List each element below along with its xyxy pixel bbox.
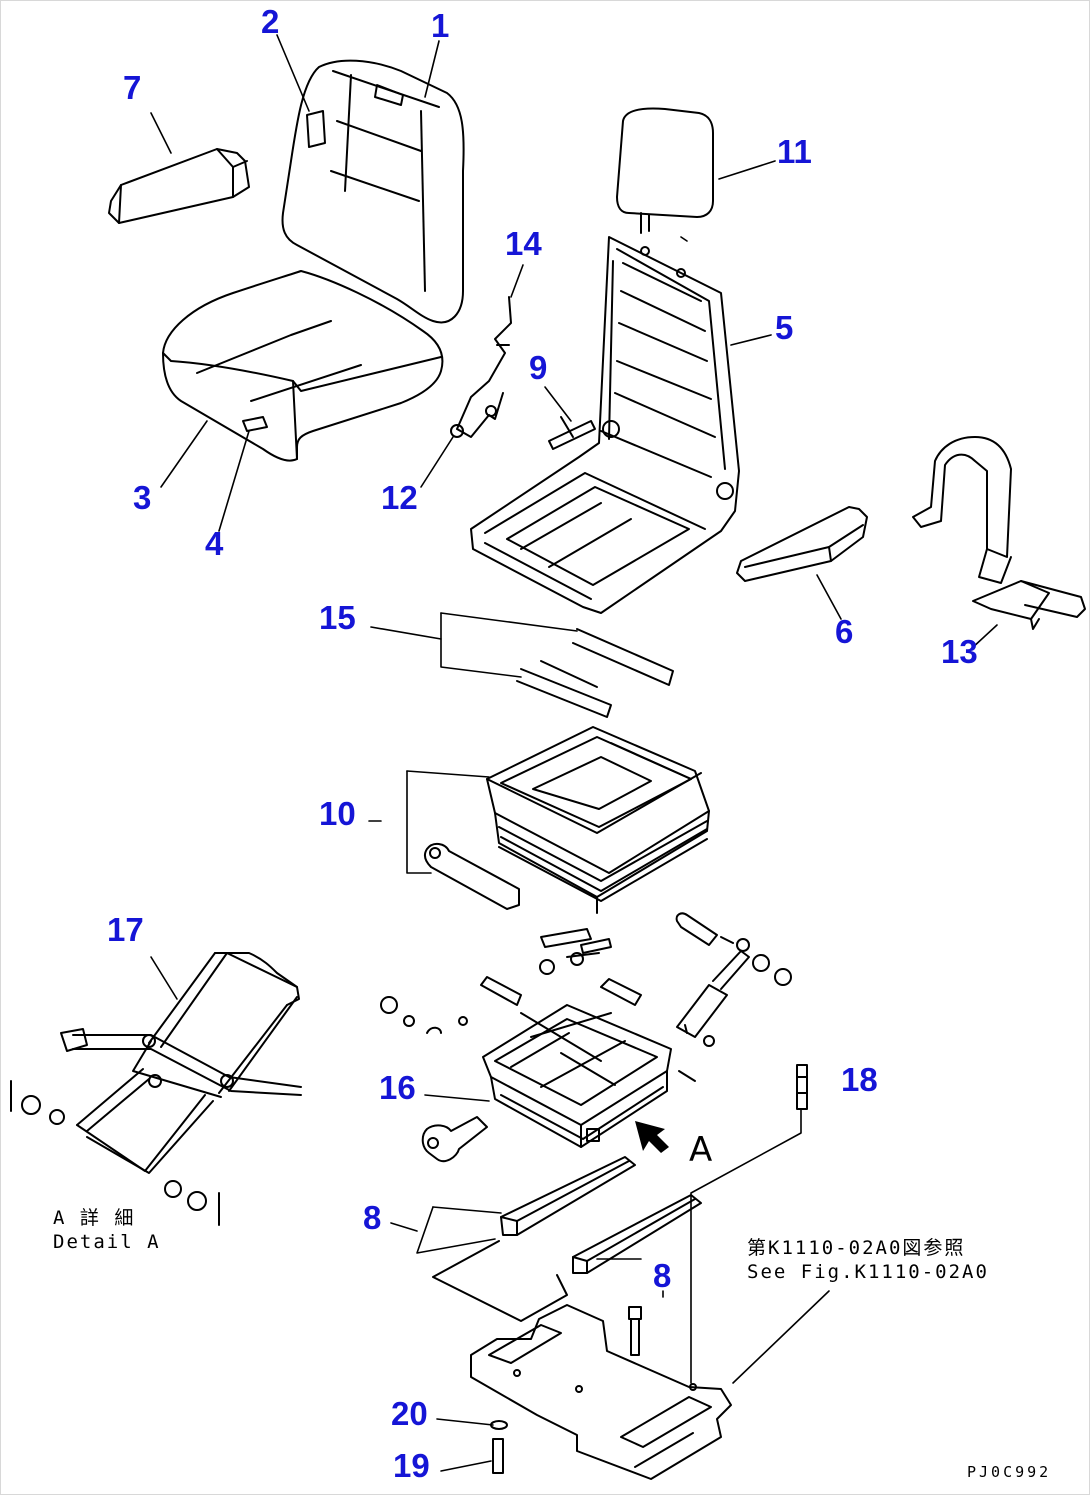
- detail-a-label-jp: A 詳 細: [53, 1207, 136, 1229]
- view-a-arrow: [635, 1121, 669, 1153]
- leader-lines: [150, 34, 998, 1472]
- shock-absorber-hardware: [380, 912, 792, 1047]
- callout-9: 9: [529, 349, 548, 386]
- armrest-right: [736, 506, 868, 582]
- callout-8b: 8: [653, 1257, 672, 1294]
- callout-18: 18: [841, 1061, 878, 1098]
- mounting-plate: [470, 1304, 732, 1480]
- recline-lever: [548, 416, 596, 450]
- callout-15: 15: [319, 599, 356, 636]
- connector-18: [796, 1064, 808, 1110]
- detail-a-label: A 詳 細 Detail A: [53, 1207, 161, 1255]
- base-mechanism: [421, 976, 696, 1163]
- callout-19: 19: [393, 1447, 430, 1484]
- suspension-unit: [423, 726, 710, 914]
- callout-1: 1: [431, 7, 450, 44]
- callout-10: 10: [319, 795, 356, 832]
- seat-frame: [470, 236, 740, 614]
- reference-note-jp: 第K1110-02A0図参照: [747, 1237, 966, 1259]
- armrest-bracket: [912, 436, 1086, 630]
- callout-4: 4: [205, 525, 224, 562]
- callout-17: 17: [107, 911, 144, 948]
- callout-11: 11: [777, 133, 812, 170]
- detail-a-linkage: [10, 952, 302, 1226]
- bracket-assembly: [450, 296, 512, 438]
- callout-5: 5: [775, 309, 794, 346]
- backrest-cushion: [281, 59, 465, 324]
- reference-note-en: See Fig.K1110-02A0: [747, 1260, 989, 1283]
- detail-a-label-en: Detail A: [53, 1230, 161, 1253]
- slide-rails: [516, 628, 674, 718]
- bolts: [490, 1306, 642, 1474]
- lower-rails: [432, 1156, 702, 1322]
- callout-2: 2: [261, 3, 280, 40]
- callout-3: 3: [133, 479, 152, 516]
- callout-7: 7: [123, 69, 142, 106]
- callout-20: 20: [391, 1395, 428, 1432]
- callout-13: 13: [941, 633, 978, 670]
- view-a-marker: A: [689, 1130, 713, 1170]
- callout-12: 12: [381, 479, 418, 516]
- drawing-code: PJ0C992: [967, 1463, 1052, 1481]
- armrest-left: [108, 148, 250, 224]
- reference-note: 第K1110-02A0図参照 See Fig.K1110-02A0: [747, 1237, 989, 1285]
- callout-14: 14: [505, 225, 542, 262]
- callout-8a: 8: [363, 1199, 382, 1236]
- seat-cushion: [162, 270, 444, 462]
- callout-16: 16: [379, 1069, 416, 1106]
- callout-6: 6: [835, 613, 854, 650]
- headrest: [616, 107, 714, 234]
